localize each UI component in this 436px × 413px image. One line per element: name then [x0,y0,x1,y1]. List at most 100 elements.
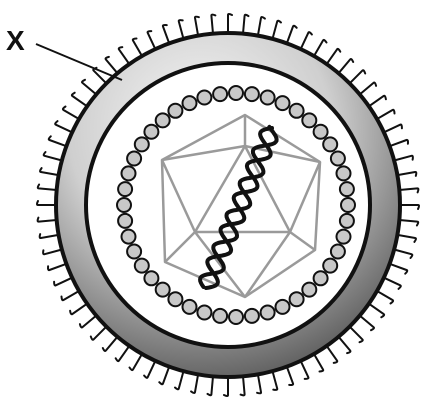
bead [183,300,197,314]
spike-icon [339,337,351,353]
spike-icon [49,136,67,146]
bead [340,182,354,196]
bead [290,104,304,118]
spike-icon [384,278,401,289]
spike-icon [80,316,96,328]
spike-icon [257,374,261,393]
spike-icon [144,361,155,378]
bead [127,245,141,259]
spike-icon [228,14,232,33]
spike-icon [43,250,62,255]
bead [197,306,211,320]
spike-icon [48,264,66,270]
spike-icon [258,17,265,36]
spike-icon [397,172,416,176]
bead [127,152,141,166]
bead [229,310,243,324]
bead [261,306,275,320]
bead [331,152,345,166]
bead [183,96,197,110]
bead [337,230,351,244]
bead [331,245,345,259]
spike-icon [191,374,198,393]
bead [117,198,131,212]
spike-icon [175,371,184,389]
bead [197,91,211,105]
bead [302,283,316,297]
bead [290,292,304,306]
spike-icon [400,205,419,209]
spike-icon [70,304,87,315]
spike-icon [54,278,72,286]
spike-icon [179,20,184,39]
spike-icon [394,250,412,259]
spike-icon [350,327,363,343]
spike-icon [394,156,413,161]
spike-icon [38,185,57,191]
spike-icon [287,367,293,385]
spike-icon [327,49,341,64]
bead [156,113,170,127]
spike-icon [273,371,278,390]
bead [168,292,182,306]
bead [302,113,316,127]
spike-icon [148,31,156,49]
pointer-label-x: X [6,25,25,56]
bead [276,300,290,314]
bead [118,182,132,196]
spike-icon [159,367,169,385]
spike-icon [116,346,130,361]
spike-icon [399,188,418,192]
spike-icon [103,337,118,351]
bead [276,96,290,110]
spike-icon [301,361,309,379]
spike-icon [314,354,323,372]
bead [168,104,182,118]
spike-icon [360,83,376,95]
spike-icon [208,376,214,395]
bead [245,87,259,101]
spike-icon [360,316,374,331]
bead [135,259,149,273]
spike-icon [369,96,386,107]
bead [144,125,158,139]
bead [341,198,355,212]
spike-icon [119,47,130,64]
bead [229,86,243,100]
spike-icon [390,264,408,274]
spike-icon [38,218,57,222]
bead [156,283,170,297]
bead [118,214,132,228]
spike-icon [327,346,338,363]
spike-icon [314,40,327,56]
spike-icon [301,32,312,49]
spike-icon [339,59,354,73]
bead [213,309,227,323]
spike-icon [44,152,62,161]
bead [213,87,227,101]
bead [135,137,149,151]
spike-icon [40,234,59,238]
bead [314,271,328,285]
spike-icon [91,327,107,340]
bead [261,91,275,105]
bead [314,125,328,139]
bead [144,271,158,285]
bead [337,166,351,180]
spike-icon [287,26,297,44]
spike-icon [40,168,59,175]
spike-icon [243,15,249,34]
bead [122,166,136,180]
bead [122,230,136,244]
spike-icon [163,25,169,43]
bead [323,137,337,151]
bead [340,214,354,228]
spike-icon [82,80,96,95]
spike-icon [55,121,72,132]
spike-icon [62,291,80,300]
spike-icon [390,140,408,146]
spike-icon [106,57,118,73]
spike-icon [195,17,199,36]
